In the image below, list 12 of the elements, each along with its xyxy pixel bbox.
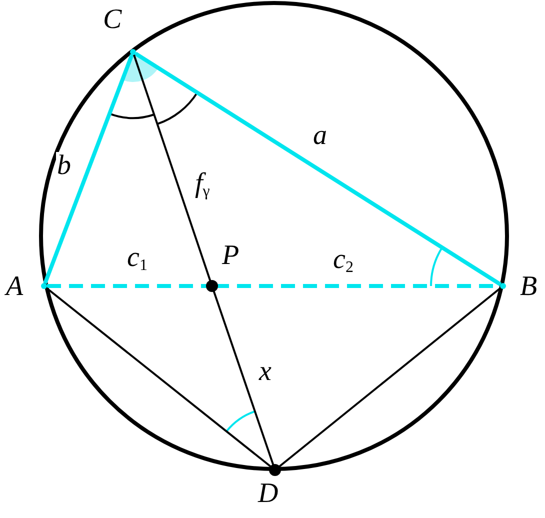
point-label: C: [103, 6, 122, 34]
point-label: P: [222, 242, 240, 270]
point-label: D: [258, 480, 278, 508]
vertex-point: [41, 283, 47, 289]
line-segment: [43, 54, 134, 284]
vertex-point: [130, 49, 136, 55]
line-segment: [134, 52, 502, 286]
edge-label: f$_{γ}$: [194, 170, 211, 198]
line-segment: [276, 287, 502, 469]
line-segment: [46, 287, 274, 469]
point-label: A: [6, 273, 24, 301]
point-label: B: [520, 273, 538, 301]
